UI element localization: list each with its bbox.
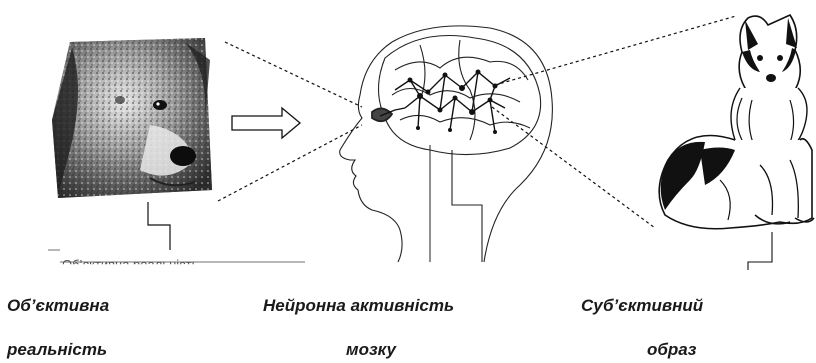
dog-photo (52, 38, 212, 198)
head-brain-outline (340, 26, 553, 262)
photo-callout-line (148, 202, 170, 250)
caption-subjective-line1: Суб’єктивний (581, 296, 703, 316)
caption-neural-line2: мозку (346, 340, 396, 360)
caption-subjective-line2: образ (647, 340, 696, 360)
caption-objective-line1: Об’єктивна (7, 296, 109, 316)
drawing-callout-line (748, 232, 772, 270)
arrow-right-icon (232, 108, 300, 138)
neuron-nodes (408, 70, 498, 135)
caption-objective-line2: реальність (7, 340, 107, 360)
dog-drawing (659, 15, 814, 229)
caption-neural-line1: Нейронна активність (263, 296, 454, 316)
